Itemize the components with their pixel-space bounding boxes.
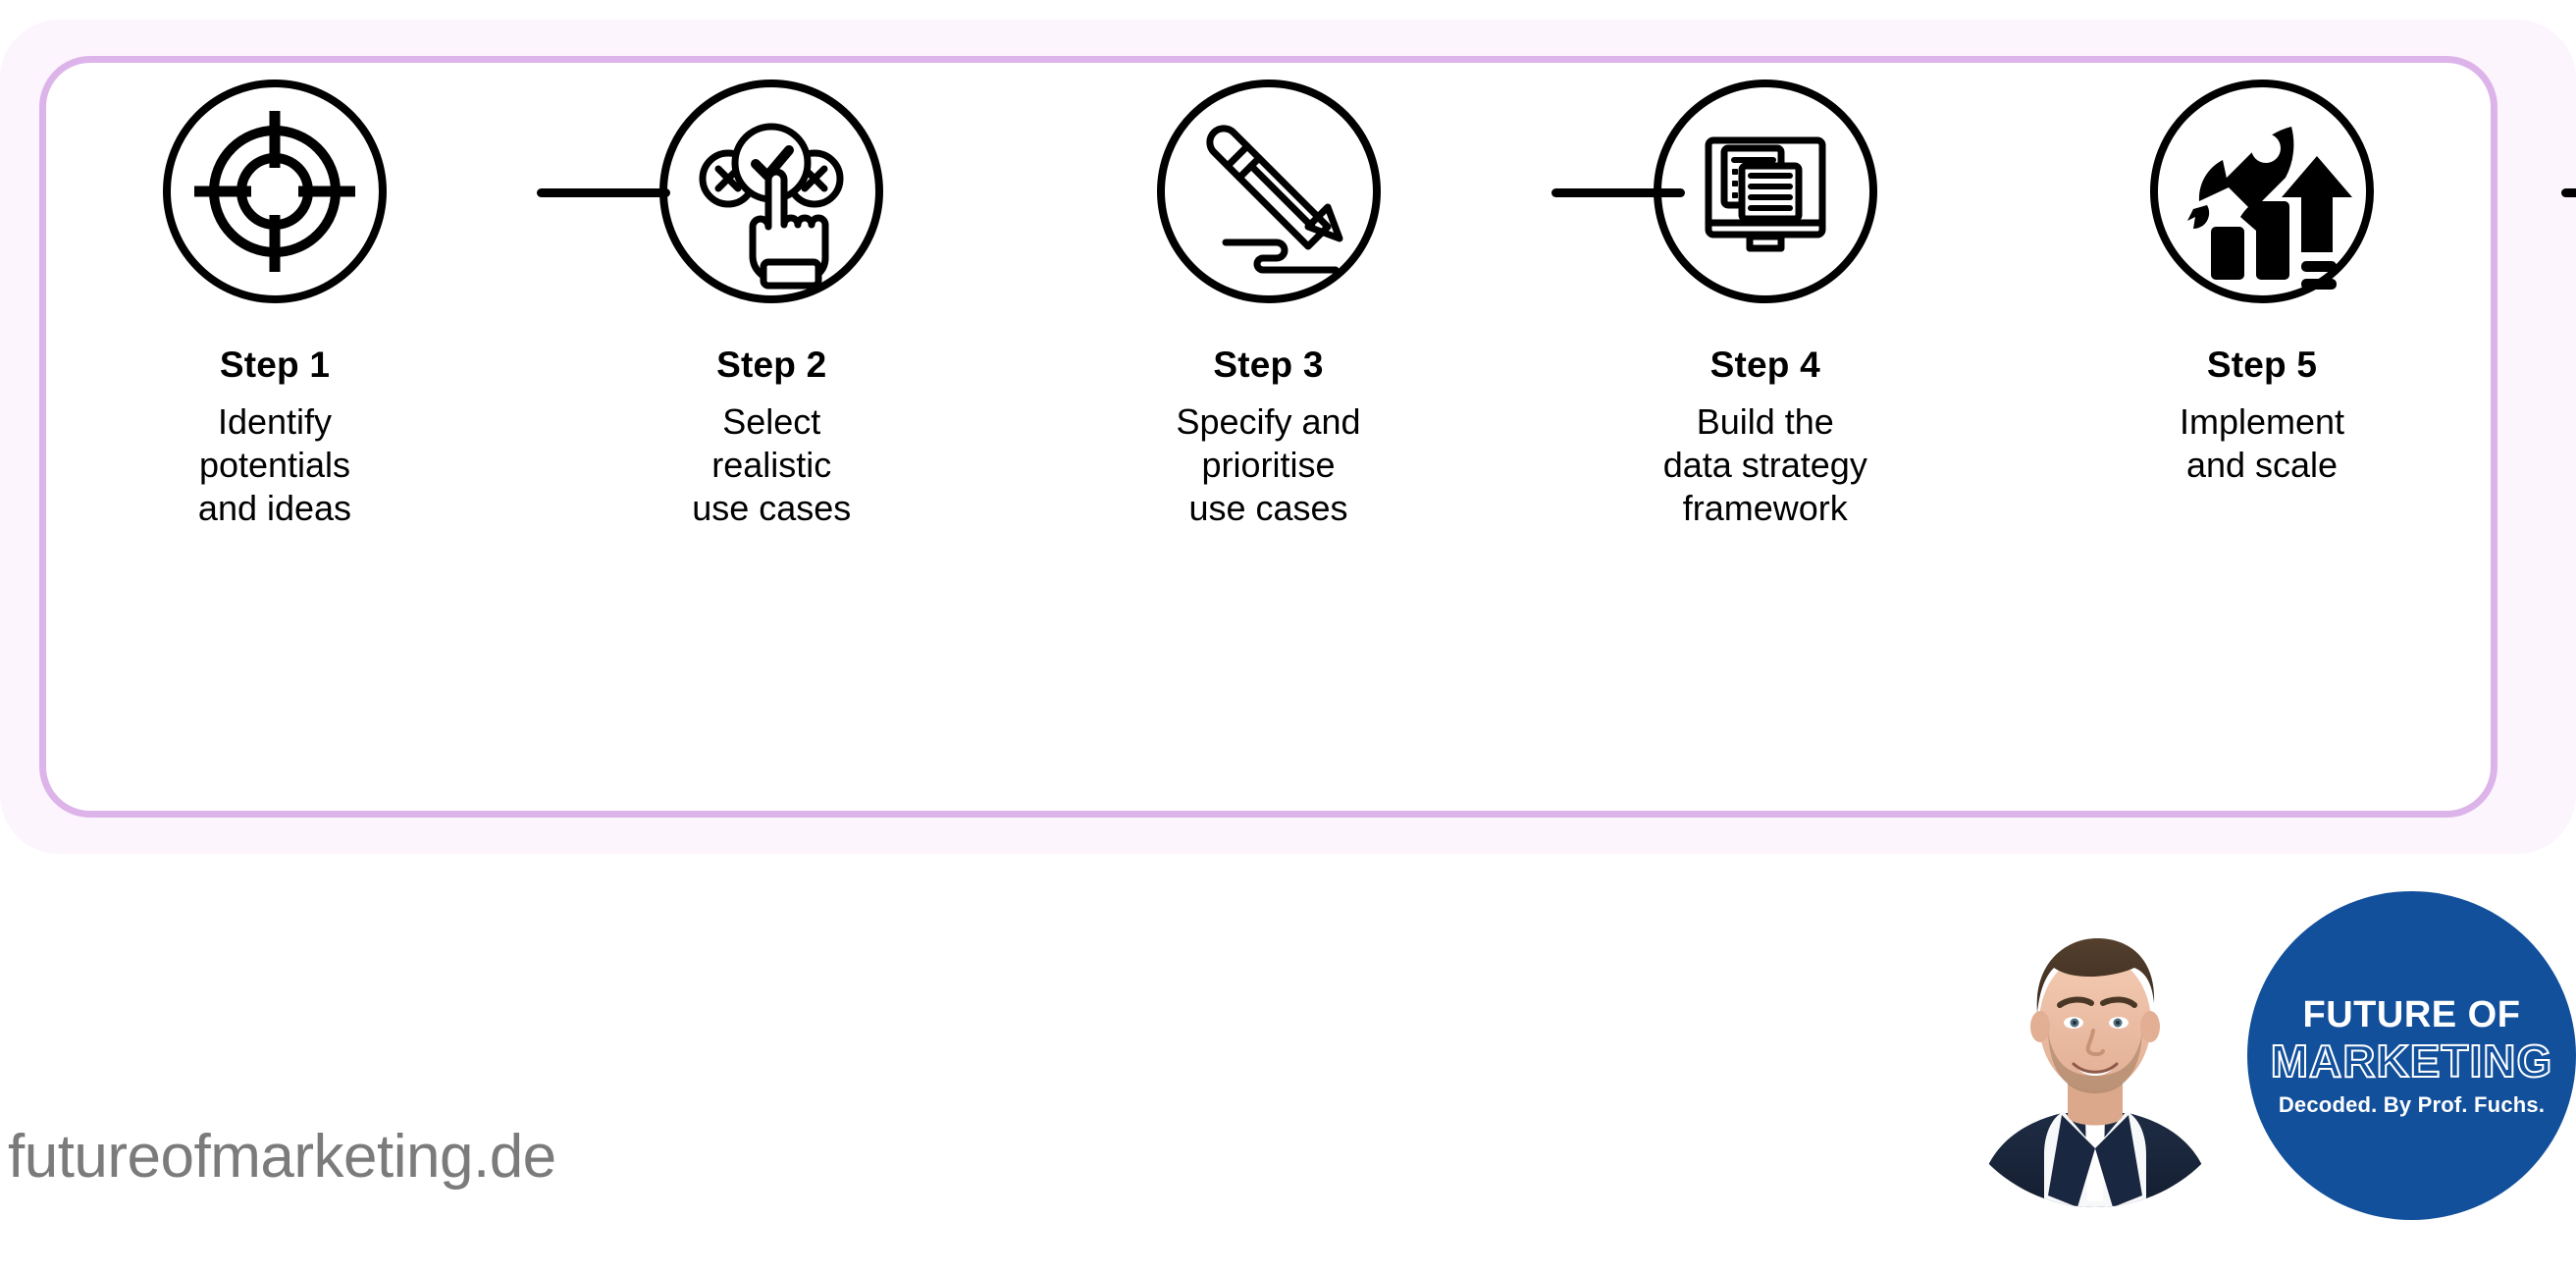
- hand-select-check-icon: [657, 78, 885, 305]
- step-line: Specify and: [1176, 401, 1361, 442]
- step-line: potentials: [198, 444, 351, 485]
- step-line: Build the: [1696, 401, 1834, 442]
- step-line: Select: [722, 401, 821, 442]
- step-line: use cases: [692, 487, 852, 528]
- step-item-3: Step 3 Specify and prioritise use cases: [1063, 56, 2576, 530]
- step-item-5: Step 5 Implement and scale: [2056, 56, 2468, 487]
- step-item-1: Step 1 Identify potentials and ideas: [69, 56, 670, 530]
- step-line: framework: [1682, 487, 1848, 528]
- monitor-documents-icon: [1652, 78, 1879, 305]
- step-line: and ideas: [197, 487, 352, 528]
- step-connector: [2560, 188, 2576, 197]
- step-title: Step 2: [716, 345, 827, 385]
- brand-line-future-of: FUTURE OF: [2302, 993, 2521, 1035]
- brand-tagline: Decoded. By Prof. Fuchs.: [2278, 1091, 2546, 1117]
- site-url-text: futureofmarketing.de: [8, 1123, 556, 1191]
- brand-logo-badge: FUTURE OF MARKETING Decoded. By Prof. Fu…: [2247, 891, 2576, 1220]
- steps-row: Step 1 Identify potentials and ideas: [39, 56, 2576, 818]
- step-line: and scale: [2185, 444, 2339, 485]
- pencil-writing-icon: [1155, 78, 1383, 305]
- step-line: realistic: [711, 444, 832, 485]
- step-item-2: Step 2 Select realistic use cases: [565, 56, 1686, 530]
- step-title: Step 4: [1709, 345, 1820, 385]
- step-description: Select realistic use cases: [692, 400, 851, 530]
- step-title: Step 3: [1213, 345, 1324, 385]
- step-line: prioritise: [1201, 444, 1336, 485]
- target-crosshair-icon: [161, 78, 389, 305]
- step-item-4: Step 4 Build the data strategy framework: [1559, 56, 1971, 530]
- step-title: Step 1: [219, 345, 331, 385]
- step-line: Identify: [217, 401, 333, 442]
- rocket-growth-chart-icon: [2148, 78, 2376, 305]
- step-connector: [537, 188, 670, 197]
- step-description: Specify and prioritise use cases: [1176, 400, 1360, 530]
- step-description: Implement and scale: [2180, 400, 2344, 487]
- step-line: data strategy: [1662, 444, 1867, 485]
- step-line: use cases: [1188, 487, 1348, 528]
- step-title: Step 5: [2206, 345, 2318, 385]
- brand-line-marketing: MARKETING: [2270, 1034, 2553, 1087]
- step-description: Identify potentials and ideas: [198, 400, 351, 530]
- avatar-portrait: [1938, 883, 2252, 1207]
- step-connector: [1551, 188, 1686, 197]
- step-line: Implement: [2179, 401, 2345, 442]
- step-description: Build the data strategy framework: [1663, 400, 1867, 530]
